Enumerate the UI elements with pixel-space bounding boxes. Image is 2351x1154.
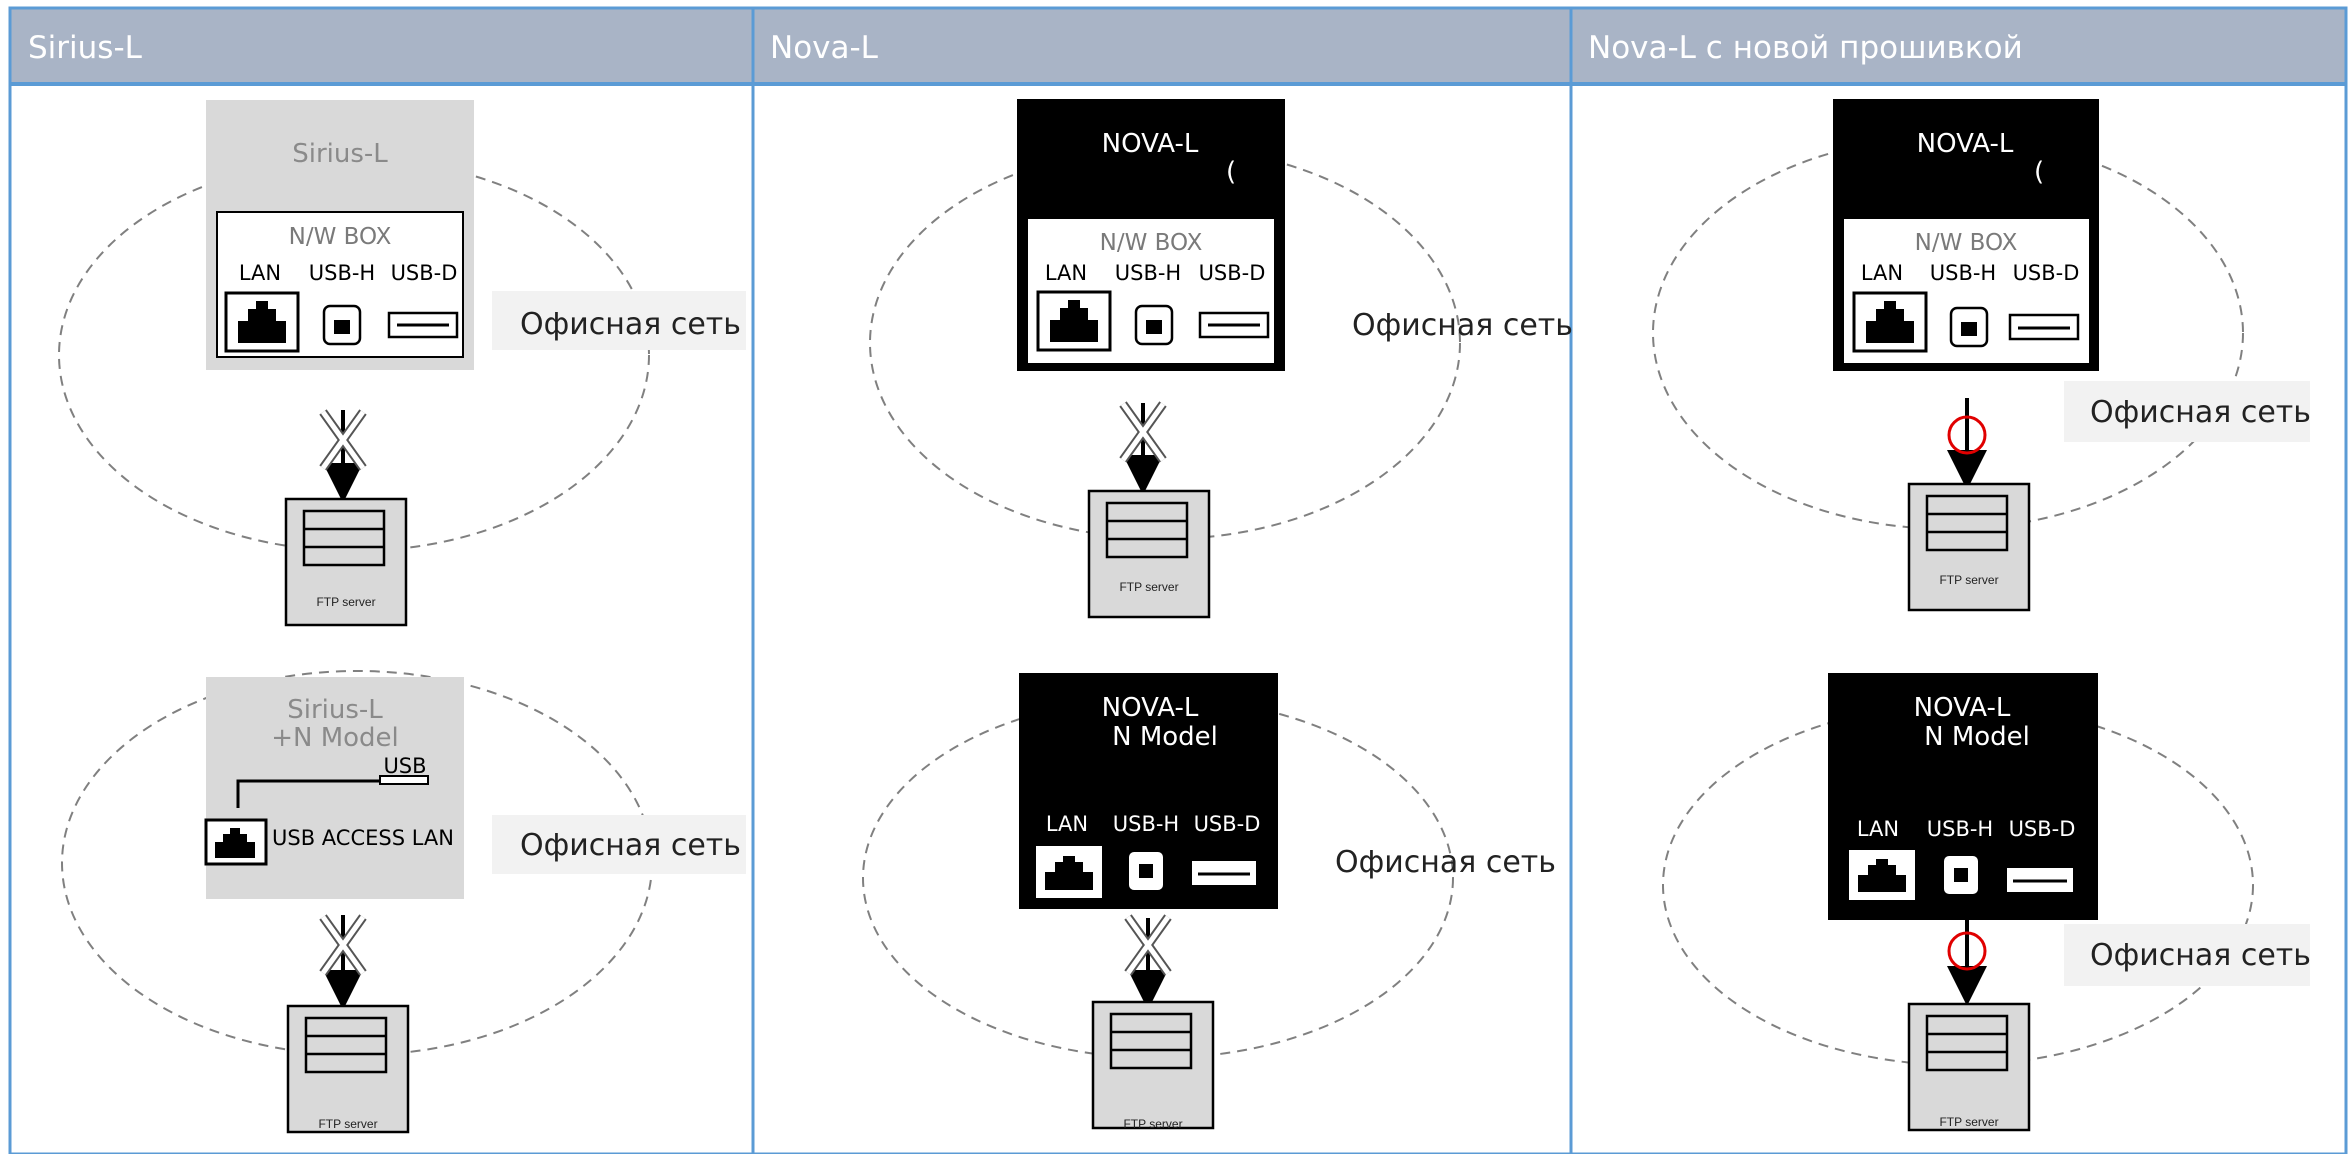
ftp-server-label: FTP server (1939, 573, 1998, 587)
column-header-sirius-l: Sirius-L (28, 30, 143, 66)
lan-port-icon (1852, 291, 1928, 353)
device-title: NOVA-L (1102, 129, 1199, 159)
device-title-line-2: +N Model (271, 723, 399, 753)
indicator-mark: ( (2034, 157, 2044, 187)
device-title: NOVA-L (1917, 129, 2014, 159)
port-label-usb-h: USB-H (309, 261, 375, 285)
office-network-label: Офисная сеть (1335, 845, 1556, 880)
usb-port-icon (379, 775, 429, 785)
port-label-usb-d: USB-D (2009, 817, 2076, 841)
usb-h-port-icon (1129, 852, 1163, 890)
nova-l-n-model-device: NOVA-L N Model LAN USB-H USB-D (1019, 673, 1278, 909)
sirius-l-top-scenario: Офисная сеть Sirius-L N/W BOX LAN USB-H … (58, 100, 746, 627)
header-row (10, 8, 2346, 84)
sirius-l-n-model-scenario: Офисная сеть Sirius-L +N Model USB USB A… (61, 670, 746, 1134)
usb-d-port-icon (1192, 861, 1256, 885)
sirius-l-n-model-device: Sirius-L +N Model USB USB ACCESS LAN (204, 677, 464, 899)
lan-port-icon (1849, 850, 1915, 900)
usb-d-port-icon (2007, 868, 2073, 892)
column-header-nova-l-new-firmware: Nova-L с новой прошивкой (1588, 30, 2023, 66)
device-title: Sirius-L (292, 139, 388, 169)
ftp-server-label: FTP server (1123, 1117, 1182, 1131)
port-label-lan: LAN (1861, 261, 1903, 285)
nova-l-device: NOVA-L ( N/W BOX LAN USB-H USB-D (1017, 99, 1285, 371)
port-label-usb-h: USB-H (1927, 817, 1993, 841)
device-title-line-1: NOVA-L (1102, 693, 1199, 723)
office-network-label: Офисная сеть (520, 307, 741, 342)
port-label-usb-d: USB-D (2013, 261, 2080, 285)
nova-l-top-scenario: Офисная сеть NOVA-L ( N/W BOX LAN USB-H … (869, 99, 1573, 619)
nova-l-new-firmware-device: NOVA-L ( N/W BOX LAN USB-H USB-D (1833, 99, 2099, 371)
usb-d-port-icon (387, 311, 459, 339)
port-label-lan: LAN (239, 261, 281, 285)
port-label-lan: LAN (1046, 812, 1088, 836)
nova-l-n-model-scenario: Офисная сеть NOVA-L N Model LAN USB-H US… (862, 673, 1556, 1131)
nw-box-label: N/W BOX (1915, 230, 2018, 256)
lan-port-icon (1036, 290, 1112, 352)
ftp-server-icon: FTP server (284, 497, 408, 627)
port-label-usb-d: USB-D (391, 261, 458, 285)
device-title-line-1: Sirius-L (287, 695, 383, 725)
column-header-nova-l: Nova-L (770, 30, 879, 66)
office-network-label: Офисная сеть (2090, 395, 2311, 430)
allowed-circle-icon (1947, 415, 1987, 455)
port-label-usb-d: USB-D (1199, 261, 1266, 285)
ftp-server-icon: FTP server (1091, 1000, 1215, 1131)
allowed-circle-icon (1947, 931, 1987, 971)
office-network-ellipse (58, 158, 650, 552)
usb-d-port-icon (1198, 311, 1270, 339)
port-label-lan: LAN (1045, 261, 1087, 285)
usb-label: USB (383, 754, 426, 778)
ftp-server-icon: FTP server (1907, 482, 2031, 612)
nw-box-label: N/W BOX (1100, 230, 1203, 256)
usb-h-port-icon (322, 304, 362, 346)
device-title-line-2: N Model (1112, 722, 1218, 752)
ftp-server-label: FTP server (318, 1117, 377, 1131)
usb-h-port-icon (1949, 306, 1989, 348)
usb-h-port-icon (1134, 304, 1174, 346)
ftp-server-icon: FTP server (286, 1004, 410, 1134)
usb-cable (236, 779, 380, 808)
network-label-bg (2064, 924, 2310, 986)
port-label-usb-h: USB-H (1930, 261, 1996, 285)
usb-access-lan-label: USB ACCESS LAN (272, 826, 454, 850)
indicator-mark: ( (1226, 157, 1236, 187)
office-network-ellipse (869, 146, 1461, 540)
nova-l-new-firmware-top-scenario: Офисная сеть NOVA-L ( N/W BOX LAN USB-H … (1652, 99, 2311, 612)
office-network-label: Офисная сеть (2090, 938, 2311, 973)
office-network-ellipse (1652, 136, 2244, 530)
ftp-server-label: FTP server (1119, 580, 1178, 594)
ftp-server-label: FTP server (1939, 1115, 1998, 1129)
nw-box-label: N/W BOX (289, 224, 392, 250)
usb-d-port-icon (2008, 313, 2080, 341)
lan-port-icon (1036, 846, 1102, 898)
network-label-bg (492, 291, 746, 350)
port-label-lan: LAN (1857, 817, 1899, 841)
port-label-usb-h: USB-H (1115, 261, 1181, 285)
device-title-line-2: N Model (1924, 722, 2030, 752)
ftp-server-icon: FTP server (1087, 489, 1211, 619)
lan-port-icon (224, 291, 300, 353)
sirius-l-device: Sirius-L N/W BOX LAN USB-H USB-D (206, 100, 474, 370)
ftp-server-icon: FTP server (1907, 1002, 2031, 1132)
port-label-usb-h: USB-H (1113, 812, 1179, 836)
table-frame (8, 6, 2348, 1154)
nova-l-new-firmware-n-model-device: NOVA-L N Model LAN USB-H USB-D (1828, 673, 2098, 920)
ftp-server-label: FTP server (316, 595, 375, 609)
network-label-bg (2064, 381, 2310, 442)
office-network-label: Офисная сеть (520, 828, 741, 863)
network-label-bg (492, 815, 746, 874)
nova-l-new-firmware-n-model-scenario: Офисная сеть NOVA-L N Model LAN USB-H US… (1662, 673, 2311, 1132)
port-label-usb-d: USB-D (1194, 812, 1261, 836)
office-network-label: Офисная сеть (1352, 308, 1573, 343)
usb-h-port-icon (1944, 856, 1978, 894)
device-title-line-1: NOVA-L (1914, 693, 2011, 723)
